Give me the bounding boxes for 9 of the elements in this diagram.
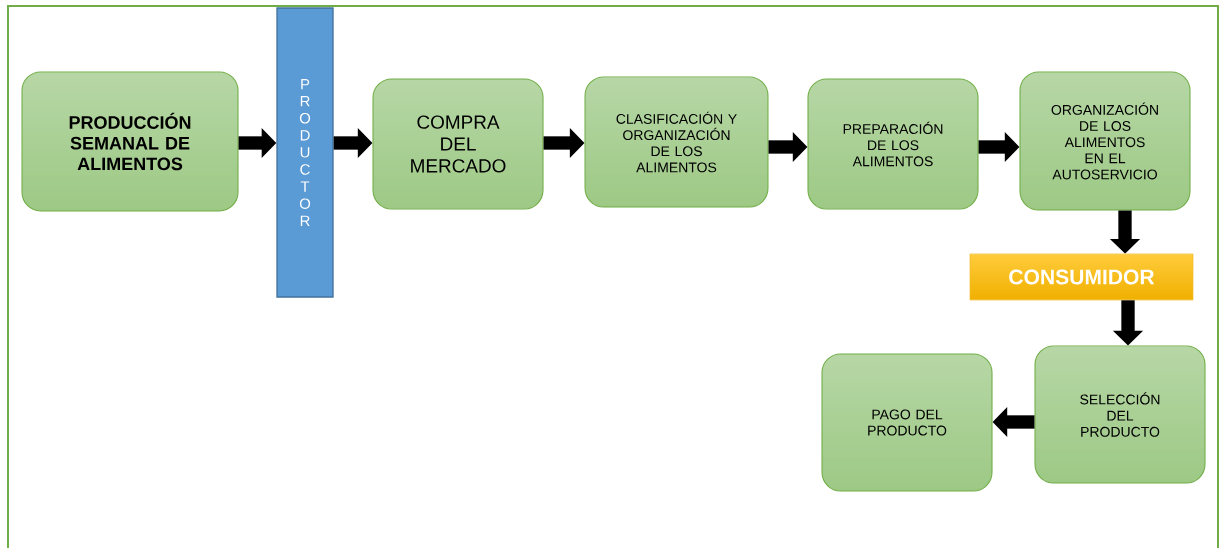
actor-banner: CONSUMIDOR: [969, 253, 1194, 301]
process-box: PREPARACIÓN DE LOS ALIMENTOS: [807, 78, 979, 210]
process-box: SELECCIÓN DEL PRODUCTO: [1034, 345, 1206, 484]
process-box: CLASIFICACIÓN Y ORGANIZACIÓN DE LOS ALIMENTOS: [584, 76, 769, 208]
actor-bar: PRODUCTOR: [276, 7, 334, 298]
process-box: PAGO DEL PRODUCTO: [821, 353, 993, 492]
process-box: PRODUCCIÓN SEMANAL DE ALIMENTOS: [21, 71, 239, 212]
process-box: COMPRA DEL MERCADO: [372, 78, 544, 210]
process-box: ORGANIZACIÓN DE LOS ALIMENTOS EN EL AUTOSERVICIO: [1019, 71, 1191, 211]
